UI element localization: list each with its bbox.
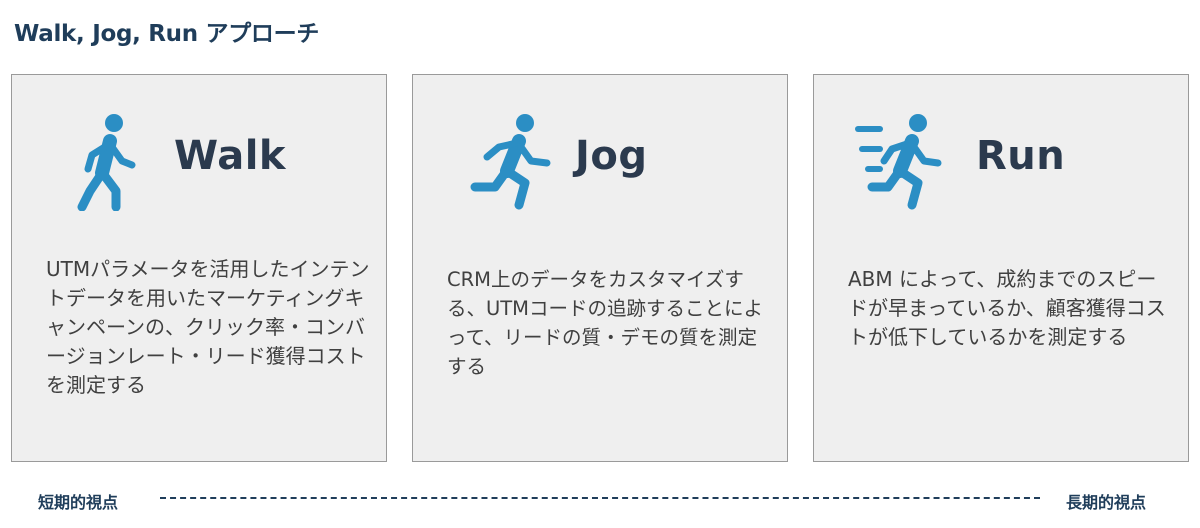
jog-description: CRM上のデータをカスタマイズする、UTMコードの追跡することによって、リードの… [447, 268, 764, 378]
walking-person-icon [77, 114, 136, 211]
running-person-icon [855, 114, 942, 210]
walk-card: Walk UTMパラメータを活用したインテントデータを用いたマーケティングキャン… [11, 74, 387, 462]
walk-description: UTMパラメータを活用したインテントデータを用いたマーケティングキャンペーンの、… [46, 257, 370, 397]
timeline-start-label: 短期的視点 [38, 493, 119, 512]
jog-title: Jog [575, 133, 648, 179]
run-card: Run ABM によって、成約までのスピードが早まっているか、顧客獲得コストが低… [813, 74, 1189, 462]
walk-title: Walk [174, 133, 286, 179]
timeline-dashed-line [160, 497, 1040, 499]
jog-card: Jog CRM上のデータをカスタマイズする、UTMコードの追跡することによって、… [412, 74, 788, 462]
run-title: Run [976, 133, 1066, 179]
run-description: ABM によって、成約までのスピードが早まっているか、顧客獲得コストが低下してい… [848, 267, 1166, 349]
timeline-end-label: 長期的視点 [1066, 493, 1147, 512]
jogging-person-icon [470, 114, 551, 210]
page-title: Walk, Jog, Run アプローチ [14, 21, 320, 47]
